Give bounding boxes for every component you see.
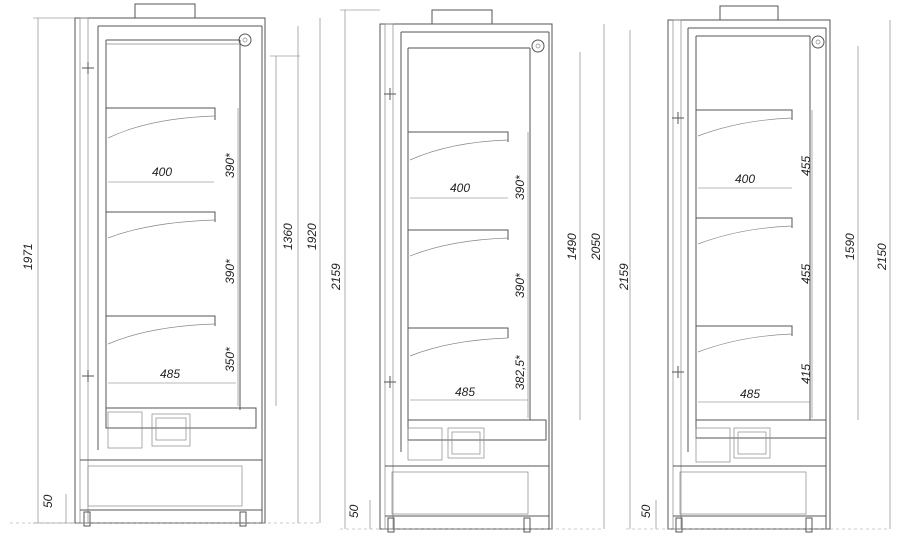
dim-label-2-inner: 1490: [565, 233, 579, 260]
cabinet-3: [667, 5, 831, 533]
depth-1-upper: 400: [152, 165, 172, 179]
dim-label-1-tall: 1920: [305, 223, 319, 250]
cabinet-2: [379, 9, 553, 533]
depth-3-lower: 485: [740, 387, 760, 401]
dim-label-3-tall: 2150: [875, 243, 889, 271]
depth-2-upper: 400: [450, 181, 470, 195]
shelf-gap-2-a: 390*: [513, 175, 527, 200]
dimensions-3: [626, 20, 891, 530]
shelf-gap-1-a: 390*: [223, 153, 237, 178]
depth-3-upper: 400: [735, 172, 755, 186]
dim-label-3-foot: 50: [639, 504, 653, 518]
depth-1-lower: 485: [160, 367, 180, 381]
dim-label-1-foot: 50: [41, 494, 55, 508]
shelf-gap-2-b: 390*: [513, 273, 527, 298]
shelf-gap-3-a: 455: [799, 156, 813, 176]
dim-label-2-overall: 2159: [617, 263, 631, 291]
shelf-gap-3-b: 455: [799, 264, 813, 284]
dim-label-3-inner: 1590: [843, 233, 857, 260]
dim-label-1-overall: 1971: [21, 243, 35, 270]
shelf-gap-1-b: 390*: [223, 259, 237, 284]
dim-label-1-cabinet: 2159: [329, 263, 343, 291]
shelf-gap-2-c: 382,5*: [513, 355, 527, 390]
cabinet-1: [74, 3, 266, 527]
depth-2-lower: 485: [455, 385, 475, 399]
shelf-gap-3-c: 415: [799, 364, 813, 384]
dimensions-1: [10, 17, 321, 524]
shelf-gap-1-c: 350*: [223, 347, 237, 372]
dimensions-2: [340, 9, 605, 530]
dim-label-1-inner: 1360: [281, 223, 295, 250]
dim-label-2-foot: 50: [347, 504, 361, 518]
dim-label-2-tall: 2050: [589, 233, 603, 261]
